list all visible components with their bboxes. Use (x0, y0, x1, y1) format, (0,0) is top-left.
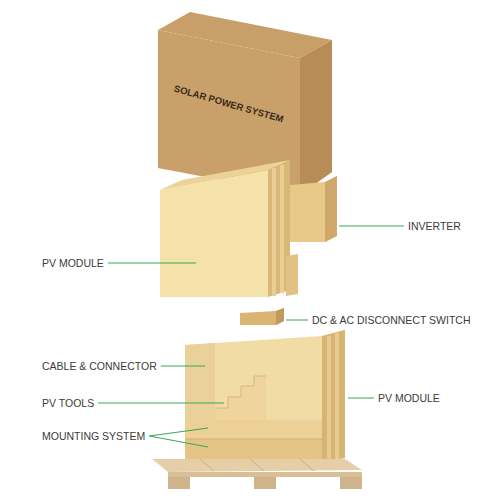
leader-line (286, 320, 308, 321)
pallet-slat (300, 459, 314, 471)
leader-line (339, 226, 404, 227)
switch-box (240, 308, 284, 325)
crate-back (185, 330, 345, 462)
callout-label: INVERTER (408, 220, 461, 233)
leader-line (149, 436, 208, 447)
bar-edge (185, 439, 322, 440)
module-top (160, 160, 290, 190)
callout-label: CABLE & CONNECTOR (42, 360, 157, 373)
small-part (286, 254, 298, 296)
pallet-slat (250, 459, 264, 471)
pallet-block (340, 477, 362, 489)
pallet-block (168, 477, 190, 489)
module-face (160, 170, 268, 297)
tools-steps (215, 376, 266, 420)
module-stack-side (322, 330, 345, 462)
inverter-box (290, 176, 337, 242)
leader-line (348, 398, 374, 399)
carton-side (300, 40, 332, 195)
leader-line (161, 366, 205, 367)
module-layer (335, 333, 339, 459)
mounting-bar (185, 420, 322, 439)
inverter-side (325, 176, 337, 242)
callout-label: MOUNTING SYSTEM (42, 430, 145, 443)
leader-line (108, 263, 196, 264)
callout-label: PV MODULE (42, 257, 104, 270)
leader-line (149, 428, 208, 436)
leader-line (98, 403, 224, 404)
switch-side (276, 308, 284, 325)
module-layer (272, 168, 276, 296)
pallet-slat (200, 459, 214, 471)
module-layer (280, 165, 284, 293)
module-layer (327, 336, 331, 460)
cable-box (185, 343, 215, 420)
callout-label: PV TOOLS (42, 397, 94, 410)
callout-label: DC & AC DISCONNECT SWITCH (312, 314, 470, 327)
pallet-deck (152, 459, 362, 472)
callout-label: PV MODULE (378, 392, 440, 405)
mounting-bar (185, 439, 322, 459)
pallet-board (168, 472, 362, 477)
pallet-block (254, 477, 276, 489)
